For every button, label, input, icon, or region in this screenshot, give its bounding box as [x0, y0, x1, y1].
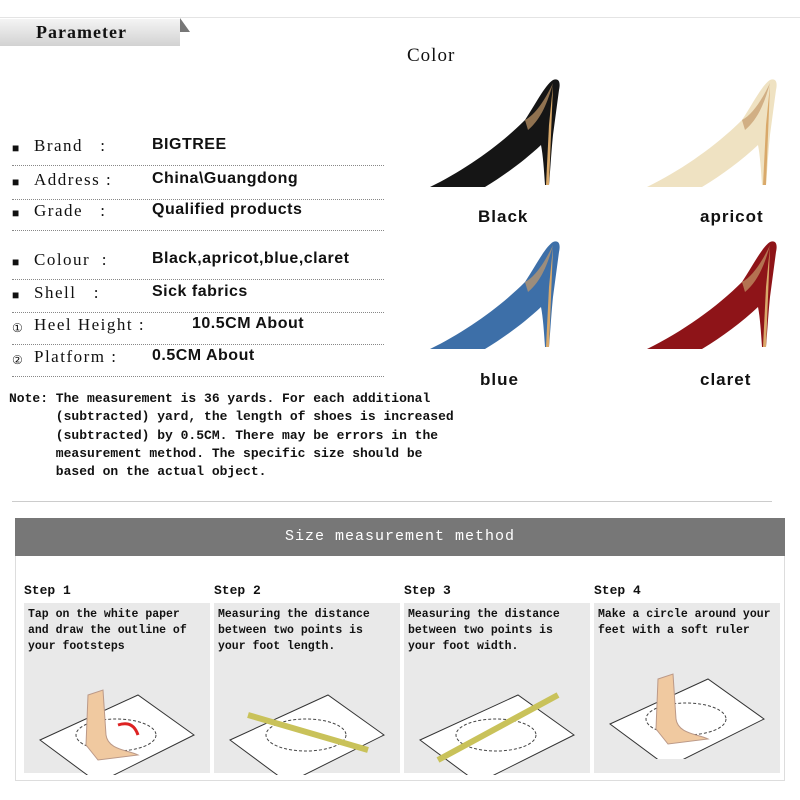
step-title: Step 4	[594, 583, 641, 598]
step-illustration: Tap on the white paper and draw the outl…	[24, 603, 210, 784]
spec-value: Qualified products	[152, 201, 303, 218]
spec-key: Grade :	[34, 201, 107, 220]
spec-row: ■ Brand : BIGTREE	[12, 136, 384, 166]
color-label: apricot	[700, 207, 764, 226]
size-method-panel	[15, 556, 785, 781]
spec-value: 10.5CM About	[192, 315, 305, 332]
spec-key: Brand :	[34, 136, 107, 155]
section-divider	[12, 501, 772, 502]
size-method-banner: Size measurement method	[15, 518, 785, 556]
bullet-icon: ②	[12, 354, 23, 368]
spec-row: ① Heel Height : 10.5CM About	[12, 315, 384, 345]
foot-diagram-icon	[609, 673, 765, 768]
bullet-icon: ■	[12, 142, 20, 156]
step-card: Step 4 Make a circle around your feet wi…	[594, 583, 780, 773]
bullet-icon: ■	[12, 289, 20, 303]
spec-value: China\Guangdong	[152, 170, 299, 187]
color-title: Color	[407, 45, 456, 66]
bullet-icon: ■	[12, 176, 20, 190]
bullet-icon: ■	[12, 256, 20, 270]
top-divider	[0, 17, 800, 18]
step-card: Step 1 Tap on the white paper and draw t…	[24, 583, 210, 784]
spec-row: ■ Colour : Black,apricot,blue,claret	[12, 250, 384, 280]
spec-row: ■ Grade : Qualified products	[12, 201, 384, 231]
spec-key: Shell :	[34, 283, 100, 302]
spec-value: Sick fabrics	[152, 283, 248, 300]
color-label: blue	[480, 370, 519, 389]
step-text: Measuring the distance between two point…	[408, 608, 560, 653]
spec-value: Black,apricot,blue,claret	[152, 250, 350, 267]
spec-key: Colour :	[34, 250, 108, 269]
shoe-claret-image	[647, 241, 777, 349]
spec-key: Heel Height :	[34, 315, 146, 334]
step-illustration: Make a circle around your feet with a so…	[594, 603, 780, 773]
foot-diagram-icon	[39, 689, 195, 784]
step-title: Step 3	[404, 583, 451, 598]
shoe-blue-image	[430, 241, 560, 349]
shoe-apricot-image	[647, 79, 777, 187]
bullet-icon: ①	[12, 322, 23, 336]
step-text: Make a circle around your feet with a so…	[598, 608, 771, 637]
step-text: Tap on the white paper and draw the outl…	[28, 608, 187, 653]
step-illustration: Measuring the distance between two point…	[214, 603, 400, 784]
bullet-icon: ■	[12, 207, 20, 221]
spec-key: Platform :	[34, 347, 118, 366]
spec-key: Address :	[34, 170, 113, 189]
step-card: Step 2 Measuring the distance between tw…	[214, 583, 400, 784]
spec-row: ■ Shell : Sick fabrics	[12, 283, 384, 313]
tab-corner	[180, 18, 190, 32]
step-text: Measuring the distance between two point…	[218, 608, 370, 653]
step-card: Step 3 Measuring the distance between tw…	[404, 583, 590, 784]
foot-diagram-icon	[229, 694, 385, 784]
spec-value: BIGTREE	[152, 136, 227, 153]
parameter-tab: Parameter	[0, 19, 180, 46]
spec-row: ② Platform : 0.5CM About	[12, 347, 384, 377]
shoe-Black-image	[430, 79, 560, 187]
measurement-note: Note: The measurement is 36 yards. For e…	[9, 391, 454, 480]
spec-row: ■ Address : China\Guangdong	[12, 170, 384, 200]
step-illustration: Measuring the distance between two point…	[404, 603, 590, 784]
color-label: claret	[700, 370, 752, 389]
step-title: Step 2	[214, 583, 261, 598]
spec-value: 0.5CM About	[152, 347, 255, 364]
foot-diagram-icon	[419, 692, 575, 784]
color-label: Black	[478, 207, 529, 226]
step-title: Step 1	[24, 583, 71, 598]
